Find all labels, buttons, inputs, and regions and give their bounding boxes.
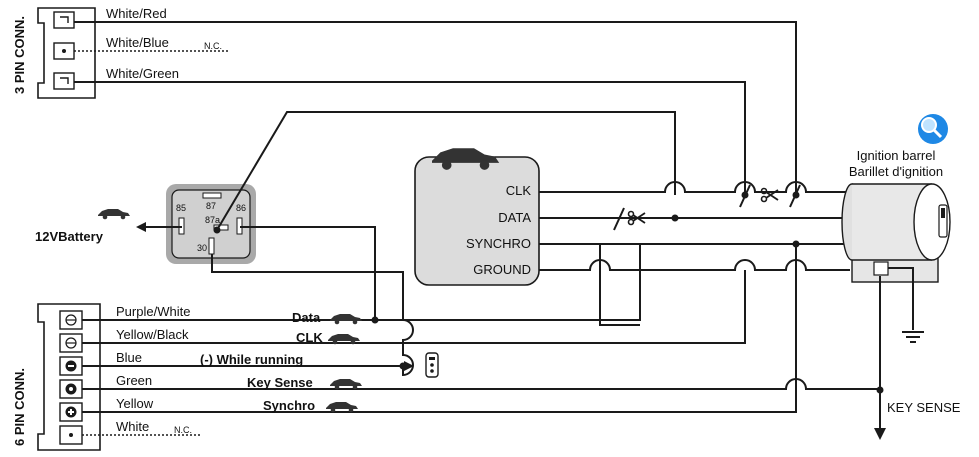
battery-label: 12VBattery [35, 229, 104, 244]
wire-label-purple-white: Purple/White [116, 304, 190, 319]
six-pin-title: 6 PIN CONN. [12, 368, 27, 446]
ignition-title-en: Ignition barrel [857, 148, 936, 163]
wire-label-white: White [116, 419, 149, 434]
six-pin-connector: 6 PIN CONN. [12, 303, 101, 451]
relay-pin-86: 86 [236, 203, 246, 213]
signal-key-sense: Key Sense [247, 375, 313, 390]
wire-label-white-red: White/Red [106, 6, 167, 21]
wire-label-yellow: Yellow [116, 396, 154, 411]
car-icon [98, 209, 130, 220]
car-icon [330, 314, 362, 325]
wire-label-white-green: White/Green [106, 66, 179, 81]
relay-pin-30: 30 [197, 243, 207, 253]
nc-label-three-pin: N.C. [204, 41, 222, 51]
ignition-barrel: Ignition barrel Barillet d'ignition [841, 148, 951, 283]
three-pin-wires: White/Red White/Blue N.C. White/Green [74, 6, 797, 195]
wire-label-yellow-black: Yellow/Black [116, 327, 189, 342]
relay-pin-85: 85 [176, 203, 186, 213]
port-ground: GROUND [473, 262, 531, 277]
port-data: DATA [498, 210, 531, 225]
port-synchro: SYNCHRO [466, 236, 531, 251]
key-sense-output: KEY SENSE [887, 400, 961, 415]
ignition-title-fr: Barillet d'ignition [849, 164, 943, 179]
ground-icon [888, 267, 924, 343]
remote-icon [425, 352, 439, 378]
three-pin-connector: 3 PIN CONN. [12, 7, 96, 99]
port-clk: CLK [506, 183, 532, 198]
magnifier-icon[interactable] [918, 114, 948, 144]
signal-synchro: Synchro [263, 398, 315, 413]
nc-label-six-pin: N.C. [174, 425, 192, 435]
wire-label-white-blue: White/Blue [106, 35, 169, 50]
relay-pin-87a: 87a [205, 215, 220, 225]
signal-data: Data [292, 310, 321, 325]
wire-label-blue: Blue [116, 350, 142, 365]
car-icon [326, 402, 358, 413]
relay-pin-87: 87 [206, 201, 216, 211]
module-wires [539, 181, 850, 326]
car-icon [330, 379, 362, 390]
relay: 85 87 87a 86 30 [136, 111, 676, 377]
signal-clk: CLK [296, 330, 323, 345]
signal-while-running: (-) While running [200, 352, 303, 367]
six-pin-wires: Purple/White Yellow/Black Blue Green Yel… [82, 244, 880, 436]
scissors-icon [760, 187, 779, 203]
wire-label-green: Green [116, 373, 152, 388]
bypass-module: CLK DATA SYNCHRO GROUND [414, 148, 540, 286]
three-pin-title: 3 PIN CONN. [12, 16, 27, 94]
